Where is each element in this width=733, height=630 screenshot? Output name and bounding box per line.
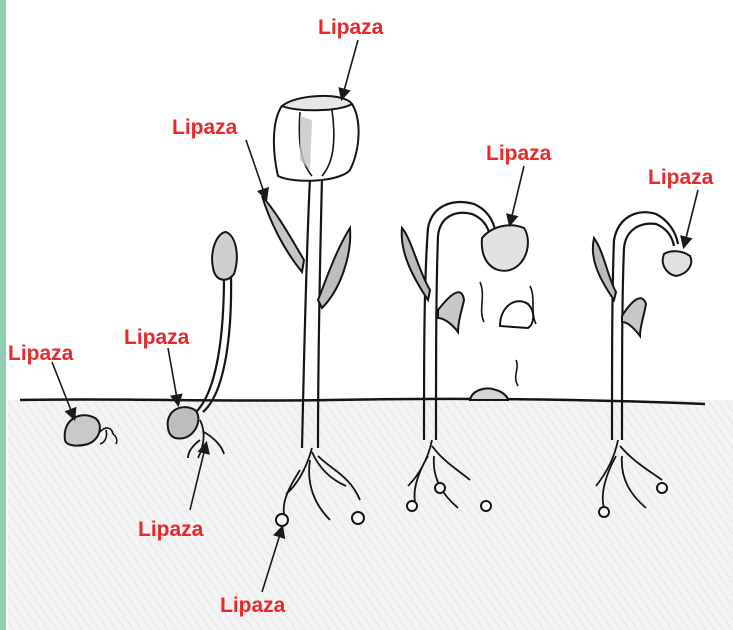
dried-right-leaf xyxy=(622,298,646,336)
label-seed: Lipaza xyxy=(8,342,74,365)
arrow-wilting-flower xyxy=(510,166,524,224)
right-leaf xyxy=(318,228,350,308)
flower-cup xyxy=(274,104,359,181)
soil xyxy=(8,399,733,630)
left-leaf xyxy=(262,196,304,272)
label-seedling-seed: Lipaza xyxy=(124,326,190,349)
label-flower: Lipaza xyxy=(318,16,384,39)
arrow-seedling-seed xyxy=(168,348,178,404)
arrow-dried-flower xyxy=(684,190,698,246)
root-nodule-right xyxy=(352,512,364,524)
label-dried-flower: Lipaza xyxy=(648,166,714,189)
wilting-flower xyxy=(482,225,528,271)
arrow-leaf xyxy=(246,140,266,198)
label-wilting-flower: Lipaza xyxy=(486,142,552,165)
label-root-nodule: Lipaza xyxy=(220,594,286,617)
seedling-bud xyxy=(212,232,237,280)
label-seedling-root: Lipaza xyxy=(138,518,204,541)
root-nodule-left xyxy=(276,514,288,526)
wilting-right-leaf xyxy=(438,292,464,332)
seedling-stem xyxy=(196,276,224,412)
label-leaf: Lipaza xyxy=(172,116,238,139)
arrow-flower xyxy=(342,40,358,98)
fallen-petal xyxy=(500,301,533,328)
fallen-petal-ground xyxy=(470,388,508,400)
dried-flower xyxy=(663,251,691,276)
